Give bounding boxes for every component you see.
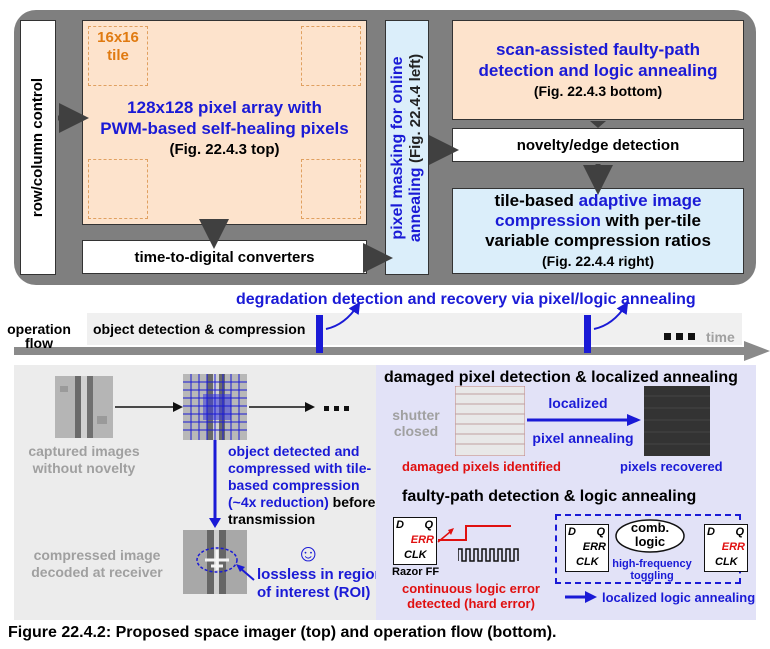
source-flip-flop: D Q ERR CLK bbox=[565, 524, 609, 572]
tile-top-right bbox=[301, 26, 361, 86]
razor-flip-flop: D Q ERR CLK bbox=[393, 517, 437, 565]
smiley-icon: ☺ bbox=[296, 540, 321, 567]
adaptive-compression-block: tile-based adaptive image compression wi… bbox=[452, 188, 744, 274]
faulty-path-title: faulty-path detection & logic annealing bbox=[402, 488, 697, 505]
row-column-control-block: row/column control bbox=[20, 20, 56, 275]
pixel-masking-block: pixel masking for online annealing (Fig.… bbox=[385, 20, 429, 275]
degradation-label: degradation detection and recovery via p… bbox=[236, 291, 696, 308]
novelty-detection-block: novelty/edge detection bbox=[452, 128, 744, 162]
figure-caption: Figure 22.4.2: Proposed space imager (to… bbox=[8, 624, 557, 641]
recovered-pixels-image bbox=[644, 386, 710, 456]
event-marker-2 bbox=[584, 315, 591, 353]
captured-image bbox=[55, 376, 113, 438]
pixel-array-label: 128x128 pixel array with PWM-based self-… bbox=[100, 98, 349, 158]
localized-label: localized bbox=[548, 395, 608, 411]
clock-waveform bbox=[458, 548, 519, 562]
operation-flow-graphic bbox=[14, 301, 770, 361]
error-waveform bbox=[437, 525, 511, 543]
localized-logic-label: localized logic annealing bbox=[602, 590, 756, 605]
comb-logic-label: comb.logic bbox=[630, 520, 670, 549]
pixel-annealing-label: pixel annealing bbox=[532, 430, 634, 446]
time-label: time bbox=[706, 329, 735, 345]
razor-ff-label: Razor FF bbox=[392, 566, 440, 578]
top-arrows bbox=[58, 103, 613, 273]
tile-bottom-left bbox=[88, 159, 148, 219]
tile-top-left bbox=[88, 26, 148, 86]
timeline-bar bbox=[14, 347, 754, 355]
event-marker-1 bbox=[316, 315, 323, 353]
timeline-arrowhead bbox=[744, 341, 770, 361]
damaged-pixel-title: damaged pixel detection & localized anne… bbox=[384, 369, 738, 386]
damaged-pixels-image bbox=[455, 386, 525, 456]
tile-bottom-right bbox=[301, 159, 361, 219]
detected-label: object detected and compressed with tile… bbox=[228, 443, 376, 527]
destination-flip-flop: D Q ERR CLK bbox=[704, 524, 748, 572]
compressed-image bbox=[183, 530, 247, 594]
detected-image-grid bbox=[183, 374, 247, 440]
scan-assisted-block: scan-assisted faulty-path detection and … bbox=[452, 20, 744, 120]
damaged-identified-label: damaged pixels identified bbox=[402, 459, 561, 474]
object-detection-label: object detection & compression bbox=[93, 321, 306, 337]
pixels-recovered-label: pixels recovered bbox=[620, 459, 723, 474]
comb-logic-cloud bbox=[615, 519, 685, 553]
